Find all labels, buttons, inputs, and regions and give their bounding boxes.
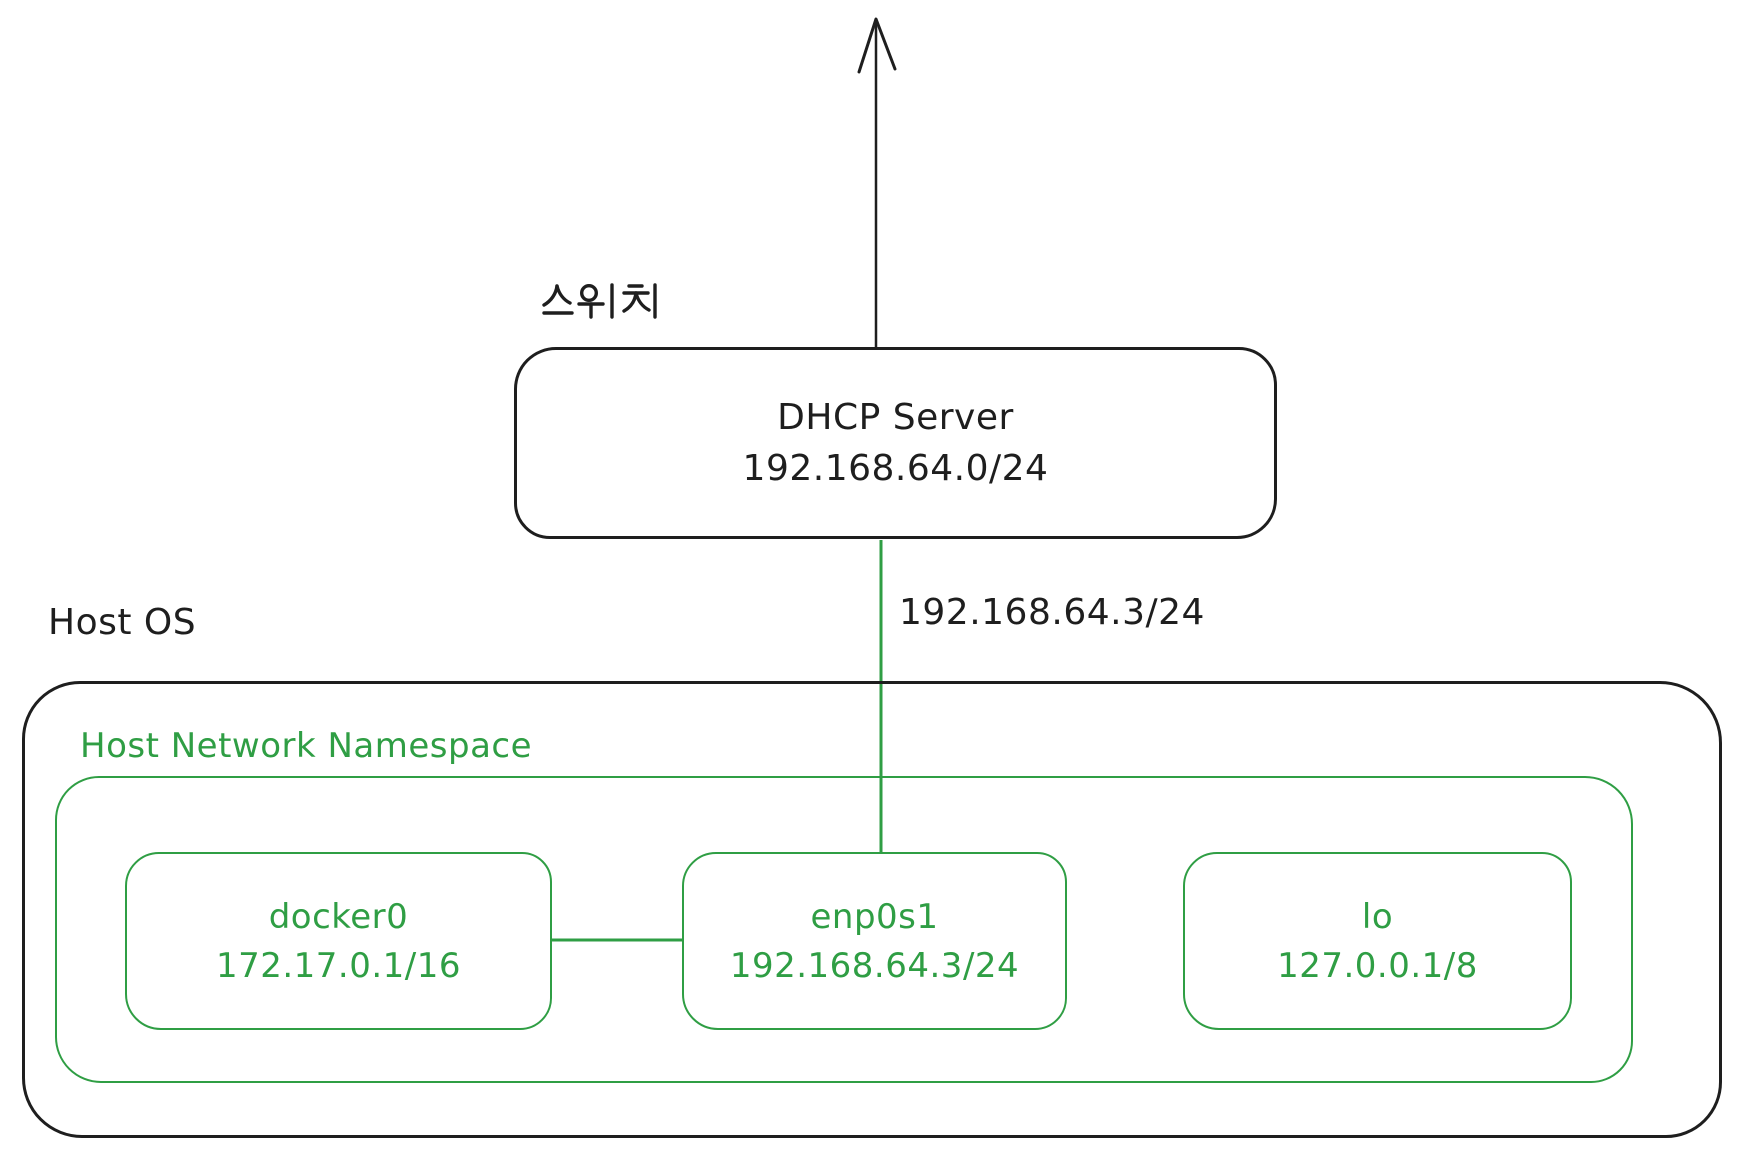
interface-address: 192.168.64.3/24 [729,945,1020,986]
interface-box-enp0s1: enp0s1 192.168.64.3/24 [682,852,1067,1030]
switch-label-text: 스위치 [541,283,632,331]
uplink-arrowhead-icon [857,17,897,74]
switch-label-hangul-glyphs [542,283,657,319]
interface-address: 172.17.0.1/16 [215,945,462,986]
interface-name: docker0 [268,896,409,937]
interface-box-lo: lo 127.0.0.1/8 [1183,852,1572,1030]
interface-address: 127.0.0.1/8 [1277,945,1478,986]
dhcp-server-subnet: 192.168.64.0/24 [742,448,1049,489]
host-os-box [22,681,1722,1138]
uplink-ip-label: 192.168.64.3/24 [899,592,1205,633]
dhcp-server-box: DHCP Server 192.168.64.0/24 [514,347,1277,539]
host-network-namespace-box [55,776,1633,1083]
switch-label: 스위치 [541,283,657,319]
dhcp-server-title: DHCP Server [777,397,1014,438]
host-os-label: Host OS [48,602,197,643]
host-network-namespace-label: Host Network Namespace [80,726,533,766]
interface-name: enp0s1 [810,896,939,937]
interface-box-docker0: docker0 172.17.0.1/16 [125,852,552,1030]
interface-name: lo [1361,896,1394,937]
